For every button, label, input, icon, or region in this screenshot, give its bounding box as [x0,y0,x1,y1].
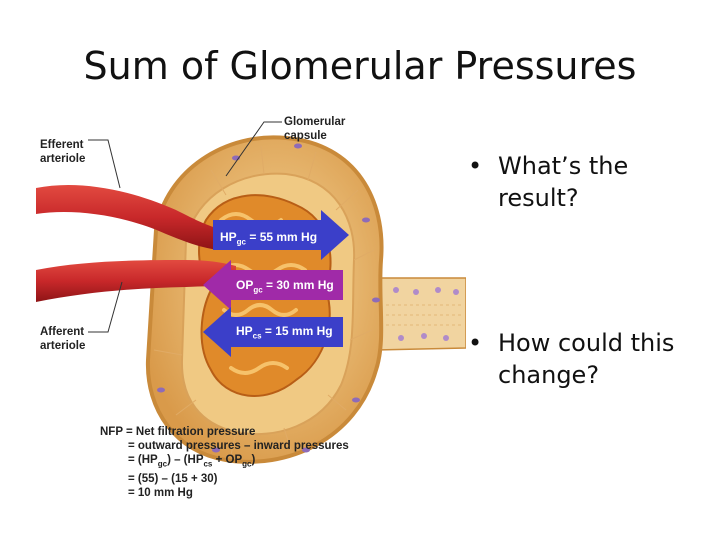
bullet-dot-icon: • [468,327,482,359]
bullet-item: • How could this change? [468,327,698,391]
nfp-line1: NFP = Net filtration pressure [100,425,349,439]
efferent-arteriole-label-line1: Efferent [40,138,85,152]
opgc-label-main: OP [236,278,253,292]
hpcs-label: HPcs = 15 mm Hg [236,324,333,340]
nfp-equation: NFP = Net filtration pressure = outward … [100,425,349,500]
glomerular-capsule-label-line2: capsule [284,129,345,143]
hpcs-label-sub: cs [253,331,262,340]
hpgc-label-main: HP [220,230,237,244]
hpcs-label-main: HP [236,324,253,338]
glomerular-capsule-label-line1: Glomerular [284,115,345,129]
nfp-line2: = outward pressures – inward pressures [128,439,349,453]
bullet-text: How could this change? [498,327,698,391]
nfp-line5: = 10 mm Hg [128,486,349,500]
bullet-item: • What’s the result? [468,150,698,214]
nfp-line3: = (HPgc) – (HPcs + OPgc) [128,453,349,472]
glomerular-capsule-label: Glomerular capsule [284,115,345,143]
nfp-line3-b: ) – (HP [167,454,203,466]
nfp-line3-d: ) [251,454,255,466]
slide-title: Sum of Glomerular Pressures [0,44,720,88]
nfp-line3-c: + OP [212,454,242,466]
bullet-dot-icon: • [468,150,482,182]
bullet-text: What’s the result? [498,150,698,214]
opgc-label-value: = 30 mm Hg [263,278,334,292]
hpgc-label: HPgc = 55 mm Hg [220,230,317,246]
opgc-label-sub: gc [253,285,262,294]
hpcs-label-value: = 15 mm Hg [262,324,333,338]
nfp-line3-a: = (HP [128,454,158,466]
efferent-arteriole-label-line2: arteriole [40,152,85,166]
afferent-arteriole-label: Afferent arteriole [40,325,85,353]
hpgc-label-value: = 55 mm Hg [246,230,317,244]
nfp-line3-sub1: gc [158,460,167,469]
afferent-arteriole-label-line1: Afferent [40,325,85,339]
efferent-arteriole-label: Efferent arteriole [40,138,85,166]
nfp-line4: = (55) – (15 + 30) [128,472,349,486]
afferent-arteriole-label-line2: arteriole [40,339,85,353]
proximal-tubule [376,278,466,350]
opgc-label: OPgc = 30 mm Hg [236,278,334,294]
hpgc-label-sub: gc [237,237,246,246]
